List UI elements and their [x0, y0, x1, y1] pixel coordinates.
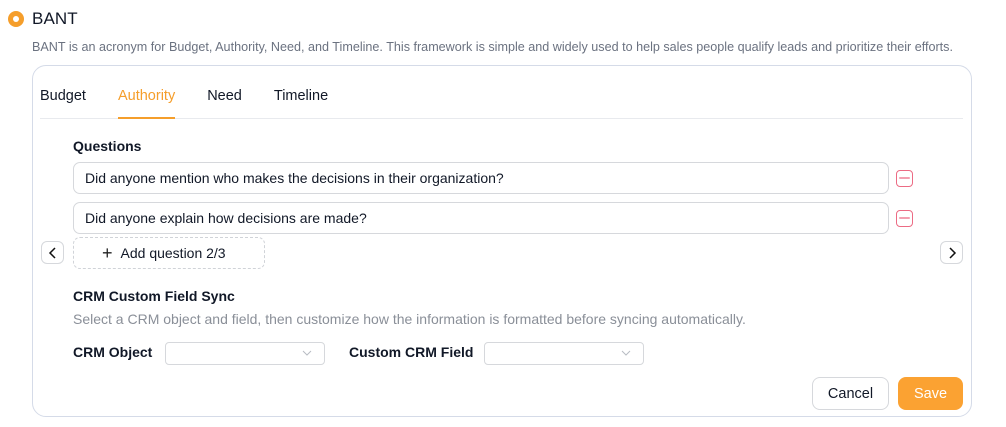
- custom-crm-field-label: Custom CRM Field: [349, 344, 474, 360]
- crm-sync-title: CRM Custom Field Sync: [73, 288, 235, 304]
- chevron-down-icon: [302, 350, 312, 356]
- section-description: BANT is an acronym for Budget, Authority…: [32, 40, 953, 54]
- tab-authority[interactable]: Authority: [117, 66, 176, 119]
- remove-question-icon[interactable]: [896, 209, 913, 227]
- chevron-right-icon: [948, 246, 956, 259]
- prev-button[interactable]: [41, 241, 64, 264]
- plus-icon: +: [102, 243, 113, 263]
- cancel-button[interactable]: Cancel: [812, 377, 889, 410]
- crm-sync-description: Select a CRM object and field, then cust…: [73, 311, 746, 327]
- add-question-button[interactable]: + Add question 2/3: [73, 237, 265, 269]
- save-button[interactable]: Save: [898, 377, 963, 410]
- question-input-1[interactable]: Did anyone mention who makes the decisio…: [73, 162, 889, 194]
- next-button[interactable]: [940, 241, 963, 264]
- add-question-label: Add question 2/3: [120, 245, 226, 261]
- question-row: Did anyone explain how decisions are mad…: [73, 202, 929, 234]
- question-input-2[interactable]: Did anyone explain how decisions are mad…: [73, 202, 889, 234]
- bant-card: Budget Authority Need Timeline Questions…: [32, 65, 972, 417]
- section-title: BANT: [32, 9, 78, 28]
- crm-object-label: CRM Object: [73, 344, 153, 360]
- chevron-down-icon: [621, 350, 631, 356]
- chevron-left-icon: [48, 246, 56, 259]
- question-row: Did anyone mention who makes the decisio…: [73, 162, 929, 194]
- tab-timeline[interactable]: Timeline: [273, 88, 329, 104]
- custom-crm-field-select[interactable]: [484, 342, 644, 365]
- section-header: BANT: [8, 9, 78, 29]
- questions-label: Questions: [73, 138, 142, 154]
- tab-budget[interactable]: Budget: [40, 88, 86, 104]
- radio-selected-icon[interactable]: [8, 11, 24, 27]
- tab-need[interactable]: Need: [207, 88, 242, 104]
- tab-bar: Budget Authority Need Timeline: [40, 66, 963, 119]
- remove-question-icon[interactable]: [896, 169, 913, 187]
- crm-object-select[interactable]: [165, 342, 325, 365]
